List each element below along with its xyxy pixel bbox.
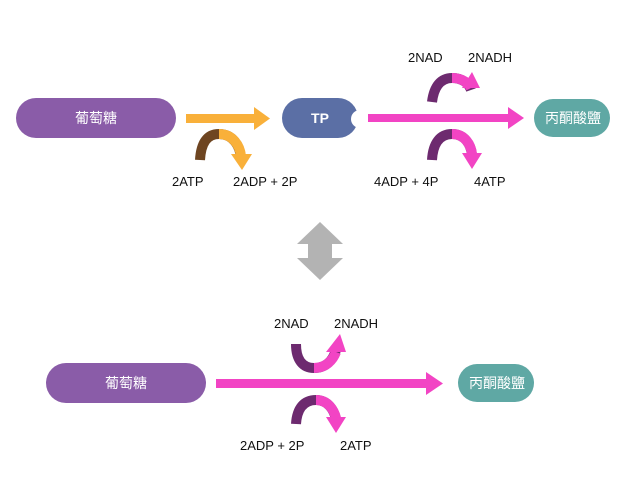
- pyruvate-node-top: 丙酮酸鹽: [534, 99, 610, 137]
- tp-to-pyruvate-arrow: [368, 107, 524, 129]
- atp-to-adp-curve-top: [195, 128, 252, 170]
- adp-to-atp-curve-top: [427, 128, 482, 169]
- adp-in-label-top: 4ADP + 4P: [374, 174, 438, 189]
- glucose-label-top: 葡萄糖: [75, 111, 117, 127]
- glucose-node-top: 葡萄糖: [16, 98, 176, 138]
- atp-out-label-top: 4ATP: [474, 174, 506, 189]
- adp-to-atp-curve-bottom: [291, 394, 346, 433]
- tp-label: TP: [311, 110, 329, 126]
- atp-out-label-bottom: 2ATP: [340, 438, 372, 453]
- pyruvate-label-top: 丙酮酸鹽: [545, 111, 601, 127]
- atp-in-label-top: 2ATP: [172, 174, 204, 189]
- glucose-label-bottom: 葡萄糖: [105, 376, 147, 392]
- pyruvate-label-bottom: 丙酮酸鹽: [469, 376, 525, 392]
- pyruvate-node-bottom: 丙酮酸鹽: [458, 364, 534, 402]
- adp-in-label-bottom: 2ADP + 2P: [240, 438, 304, 453]
- nadh-out-label-top: 2NADH: [468, 50, 512, 65]
- glucose-to-tp-arrow: [186, 107, 270, 130]
- nad-in-label-bottom: 2NAD: [274, 316, 309, 331]
- tp-node: TP: [282, 98, 369, 138]
- adp-out-label-top: 2ADP + 2P: [233, 174, 297, 189]
- equivalence-double-arrow: [297, 222, 343, 280]
- nad-in-label-top: 2NAD: [408, 50, 443, 65]
- nad-to-nadh-curve-top: [427, 72, 480, 103]
- nad-to-nadh-curve-bottom: [291, 334, 346, 374]
- glucose-node-bottom: 葡萄糖: [46, 363, 206, 403]
- glucose-to-pyruvate-arrow: [216, 372, 443, 395]
- nadh-out-label-bottom: 2NADH: [334, 316, 378, 331]
